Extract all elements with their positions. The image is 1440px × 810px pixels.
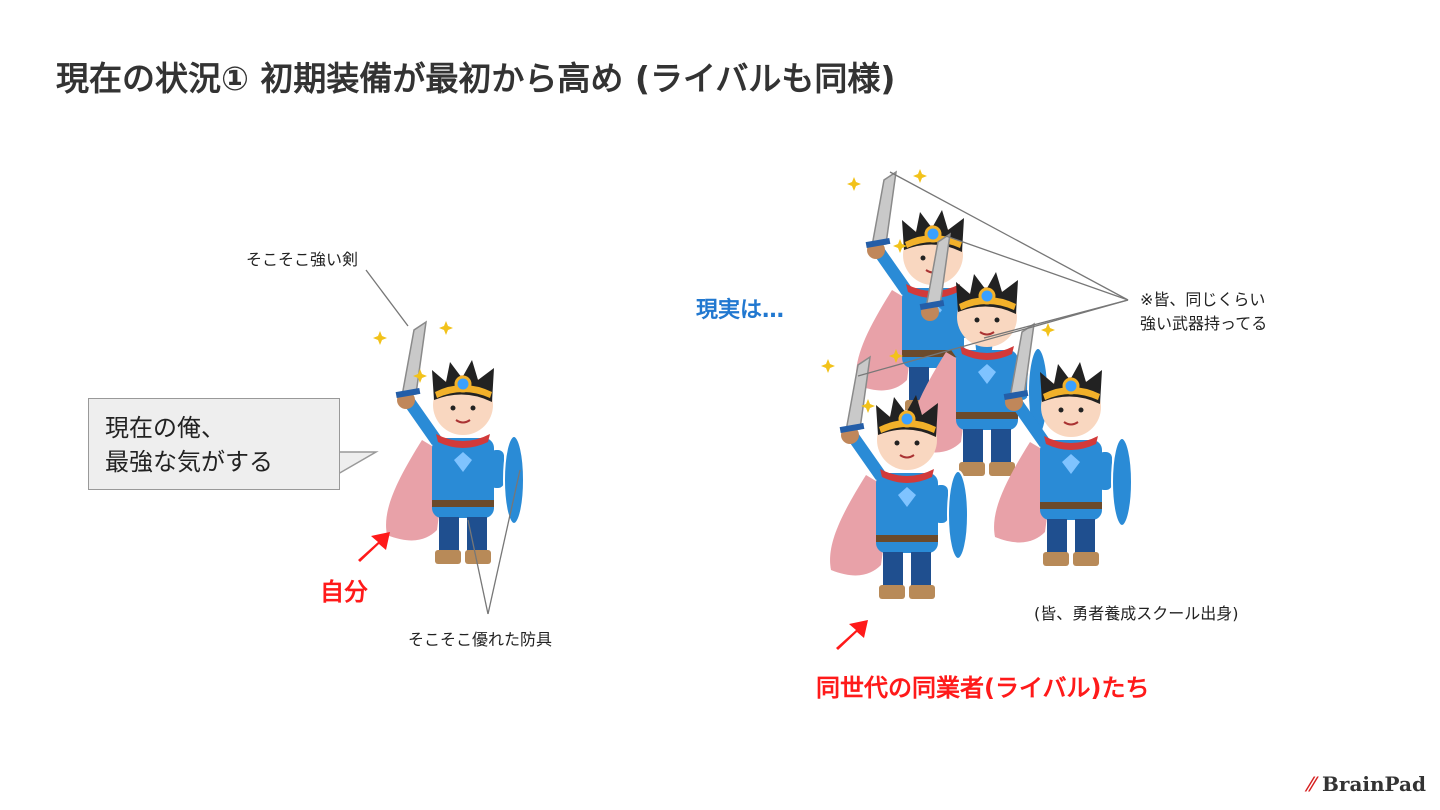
sword-label: そこそこ強い剣 [246, 250, 359, 269]
weapons-note-line-2: 強い武器持ってる [1140, 314, 1268, 333]
bubble-line-2: 最強な気がする [105, 448, 273, 476]
armor-label: そこそこ優れた防具 [408, 630, 553, 649]
reality-label: 現実は… [696, 298, 785, 323]
arrow-rivals-icon [836, 620, 868, 650]
rivals-label: 同世代の同業者(ライバル)たち [816, 674, 1150, 702]
hero-self [373, 320, 526, 566]
leader-lines-right [857, 171, 1129, 377]
weapons-note-line-1: ※皆、同じくらい [1140, 290, 1266, 309]
self-label: 自分 [320, 578, 368, 606]
weapons-note: ※皆、同じくらい 強い武器持ってる [1140, 288, 1267, 336]
leader-lines-left [365, 269, 521, 615]
speech-bubble: 現在の俺、 最強な気がする [88, 398, 340, 490]
logo-mark-icon: ⁄⁄ [1308, 772, 1316, 796]
logo-text: BrainPad [1322, 772, 1426, 796]
bubble-tail [337, 451, 379, 476]
slide-title: 現在の状況① 初期装備が最初から高め (ライバルも同様) [56, 59, 896, 98]
brainpad-logo: ⁄⁄ BrainPad [1308, 772, 1426, 796]
arrow-self-icon [358, 532, 390, 562]
school-note: (皆、勇者養成スクール出身) [1034, 604, 1239, 623]
bubble-line-1: 現在の俺、 [105, 414, 225, 442]
